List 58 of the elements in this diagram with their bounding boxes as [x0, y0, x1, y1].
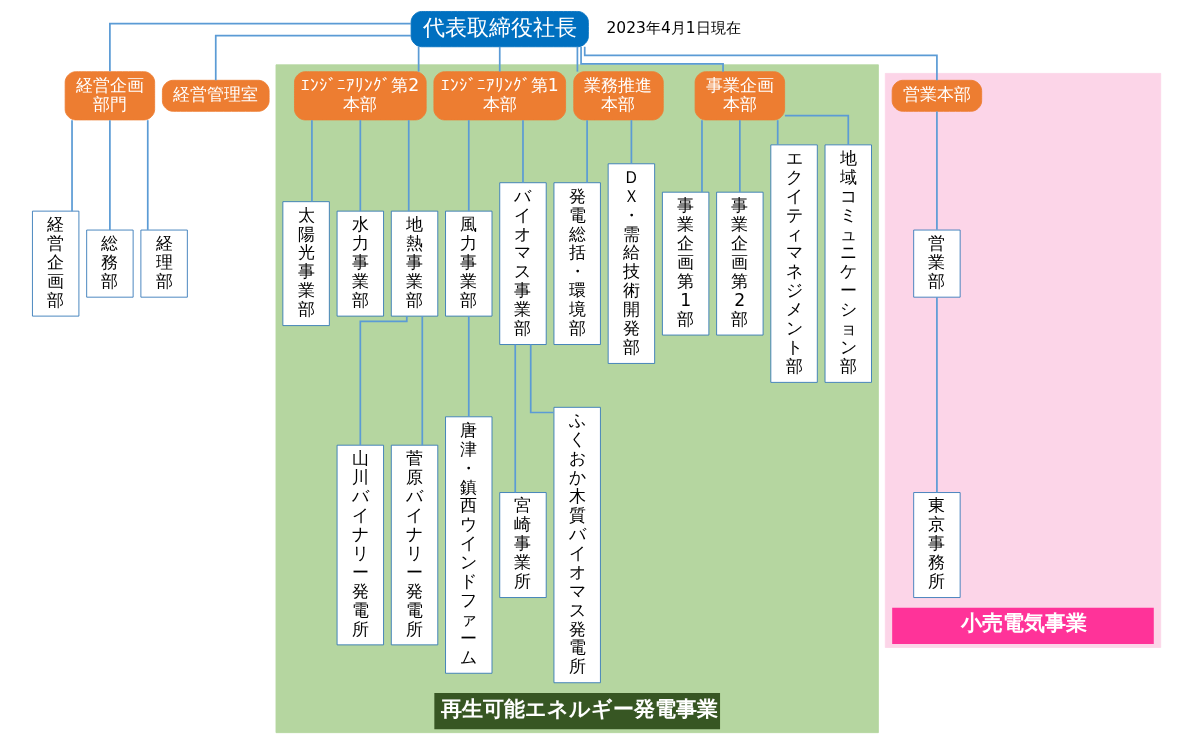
connector — [359, 315, 408, 446]
connector — [576, 46, 579, 73]
connector — [784, 114, 850, 146]
connector — [630, 119, 633, 165]
node-box: ＤＸ・需給技術開発部 — [607, 163, 656, 364]
connector — [146, 119, 149, 231]
connector — [522, 119, 524, 184]
connector — [417, 46, 420, 73]
node-box: 経理部 — [140, 229, 188, 298]
connector — [514, 343, 517, 494]
node-box: 発電総括・環境部 — [553, 182, 601, 345]
node-box: 宮崎事業所 — [499, 492, 547, 598]
connector — [586, 119, 588, 184]
node-box: バイオマス事業部 — [499, 182, 547, 345]
node-box: 東京事務所 — [913, 492, 961, 598]
connector — [359, 119, 362, 212]
node-box: 唐津・鎮西ウインドファーム — [445, 416, 493, 674]
connector — [580, 46, 724, 73]
connector — [214, 34, 412, 82]
node-box: 地熱事業部 — [390, 210, 439, 317]
node-box: 事業企画第2部 — [716, 191, 764, 336]
connector — [421, 315, 424, 446]
node-box: 風力事業部 — [445, 210, 493, 317]
connector — [936, 296, 938, 494]
node-box: 水力事業部 — [336, 210, 384, 317]
node-box: 太陽光事業部 — [282, 201, 330, 326]
node-box: ふくおか木質バイオマス発電所 — [553, 406, 601, 684]
node-box: 事業企画本部 — [694, 71, 786, 121]
connector — [71, 119, 73, 212]
node-box: 営業部 — [913, 229, 961, 298]
connector — [311, 119, 313, 203]
node-box: 事業企画第1部 — [661, 191, 710, 336]
node-box: 業務推進本部 — [573, 71, 664, 121]
connector — [529, 343, 555, 414]
node-box: 経営企画部門 — [64, 71, 156, 121]
node-box: ｴﾝｼﾞﾆｱﾘﾝｸﾞ第1本部 — [433, 71, 566, 121]
node-box: 山川バイナリー発電所 — [336, 444, 384, 646]
connector — [407, 119, 410, 212]
connector — [109, 22, 412, 73]
connector — [776, 119, 779, 146]
connector — [583, 45, 938, 82]
node-box: 営業本部 — [891, 79, 983, 112]
node-box: 経営企画部 — [32, 210, 80, 317]
connector — [701, 119, 703, 193]
node-box: 代表取締役社長 — [410, 11, 589, 48]
connector — [467, 315, 470, 418]
connector — [109, 119, 111, 231]
connector — [467, 119, 470, 212]
connector — [498, 46, 501, 73]
node-box: 経営管理室 — [161, 79, 270, 112]
node-box: 菅原バイナリー発電所 — [390, 444, 439, 646]
node-box: ｴﾝｼﾞﾆｱﾘﾝｸﾞ第2本部 — [294, 71, 427, 121]
connector — [936, 110, 938, 231]
node-box: 総務部 — [86, 229, 134, 298]
connector — [739, 119, 741, 193]
label: 2023年4月1日現在 — [606, 18, 741, 37]
node-box: 地域コミュニケーション部 — [824, 144, 872, 383]
node-box: エクイティマネジメント部 — [770, 144, 818, 383]
